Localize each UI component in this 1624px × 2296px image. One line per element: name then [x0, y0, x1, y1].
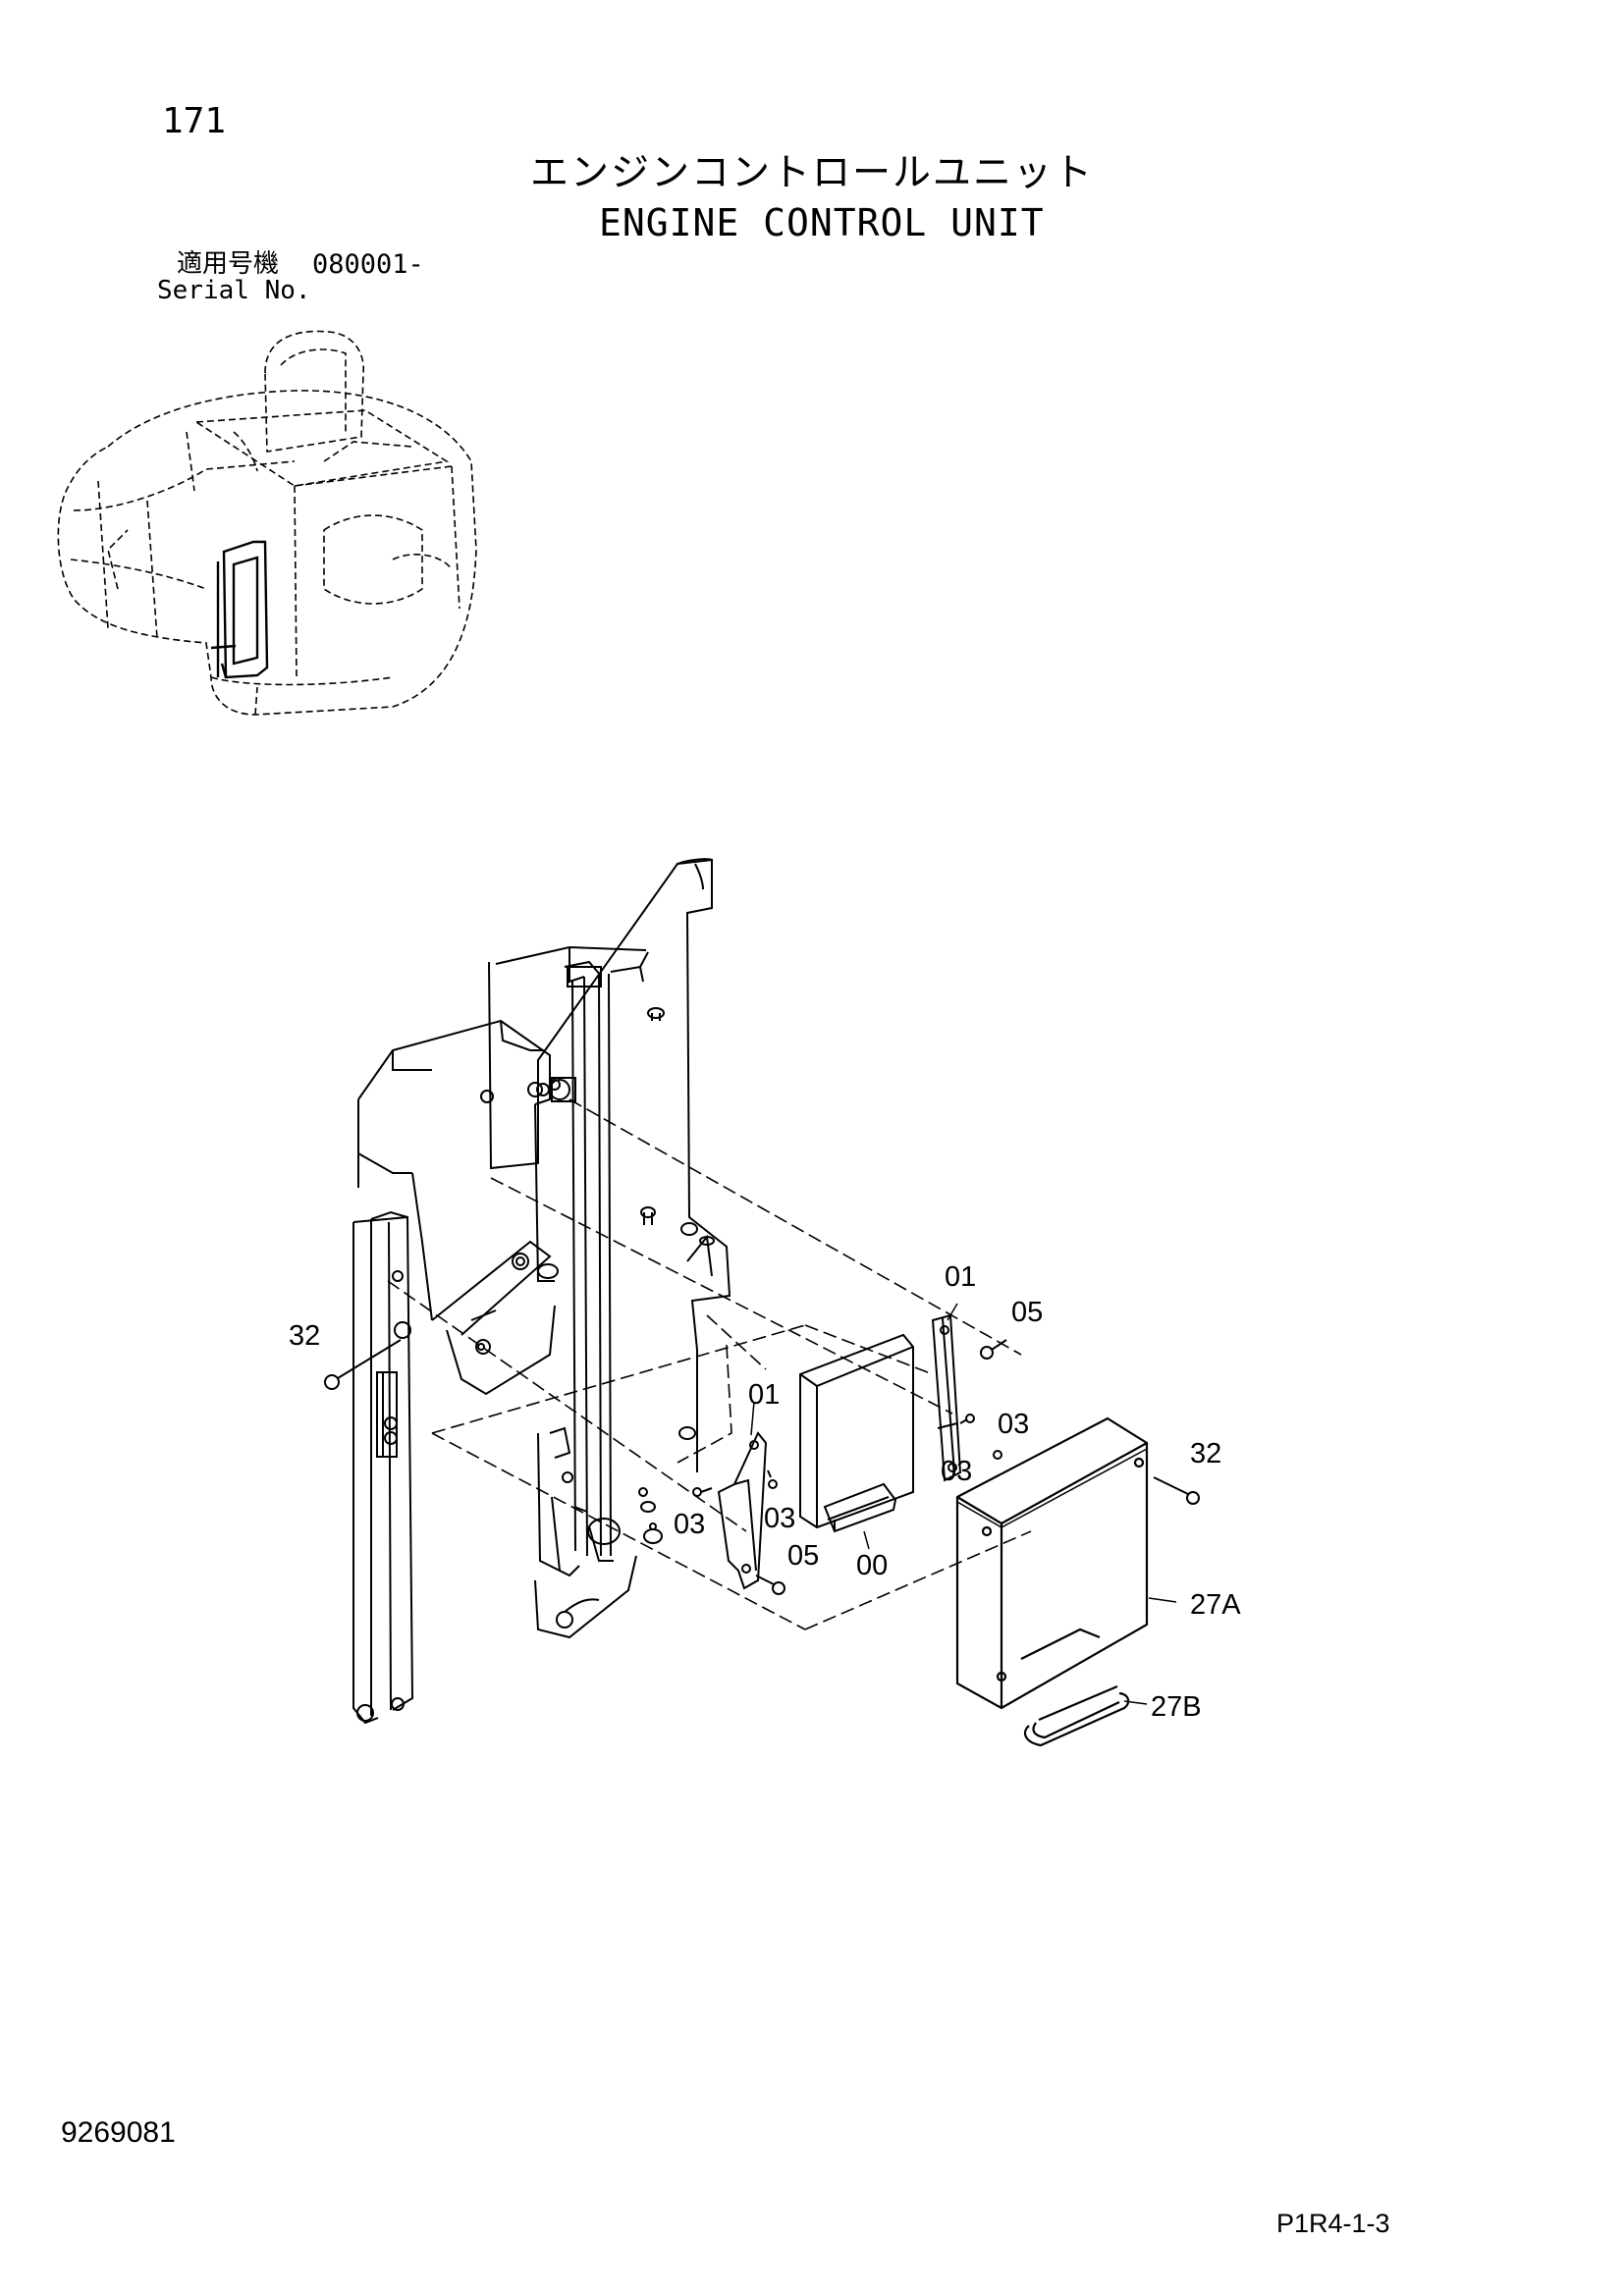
assembly-guide-lines: [387, 1098, 1032, 1630]
serial-number-value: 080001-: [312, 249, 424, 280]
callout-03-right-b: 03: [941, 1456, 972, 1487]
screw-03-a: [959, 1414, 975, 1424]
callout-01-upper: 01: [945, 1261, 976, 1293]
thumbnail-ecu-highlight: [210, 540, 269, 679]
callout-01-lower: 01: [748, 1379, 780, 1411]
callout-32-right: 32: [1190, 1438, 1221, 1469]
screw-03-d: [767, 1469, 778, 1489]
callout-leaders: [750, 1303, 1177, 1705]
serial-label-japanese: 適用号機: [177, 249, 280, 279]
serial-label-english: Serial No.: [157, 276, 311, 305]
callout-labels: 32 01 05 03 03 32 01 03 03 05 00 27A 27B: [289, 1261, 1241, 1723]
callout-27b: 27B: [1151, 1691, 1202, 1723]
screw-03-b: [993, 1450, 1002, 1460]
callout-03-left-a: 03: [674, 1509, 705, 1540]
page-number: 171: [162, 101, 227, 141]
screw-05-upper: [980, 1339, 1007, 1360]
screw-32-right: [1153, 1476, 1200, 1505]
callout-00: 00: [856, 1550, 888, 1581]
callout-27a: 27A: [1190, 1589, 1241, 1621]
ecu-unit: [799, 1333, 914, 1533]
machine-overview-thumbnail: [57, 330, 477, 716]
main-exploded-view: [352, 858, 731, 1725]
screws: [324, 1339, 1200, 1595]
cover-27a: [955, 1416, 1149, 1710]
callout-03-right-a: 03: [998, 1409, 1029, 1440]
screw-32-left: [324, 1339, 402, 1390]
seal-27b: [1023, 1684, 1130, 1747]
callout-32-left: 32: [289, 1320, 320, 1352]
screw-03-c: [692, 1487, 713, 1497]
page-title-english: ENGINE CONTROL UNIT: [599, 201, 1045, 244]
callout-03-left-b: 03: [764, 1503, 795, 1534]
bracket-01-lower: [717, 1431, 768, 1590]
callout-05-lower: 05: [787, 1540, 819, 1572]
page-title-japanese: エンジンコントロールユニット: [530, 151, 1095, 195]
bracket-01-upper: [931, 1313, 962, 1482]
page-code: P1R4-1-3: [1276, 2209, 1390, 2238]
screw-05-lower: [755, 1575, 785, 1595]
callout-05-upper: 05: [1011, 1297, 1043, 1328]
document-number: 9269081: [61, 2116, 176, 2149]
